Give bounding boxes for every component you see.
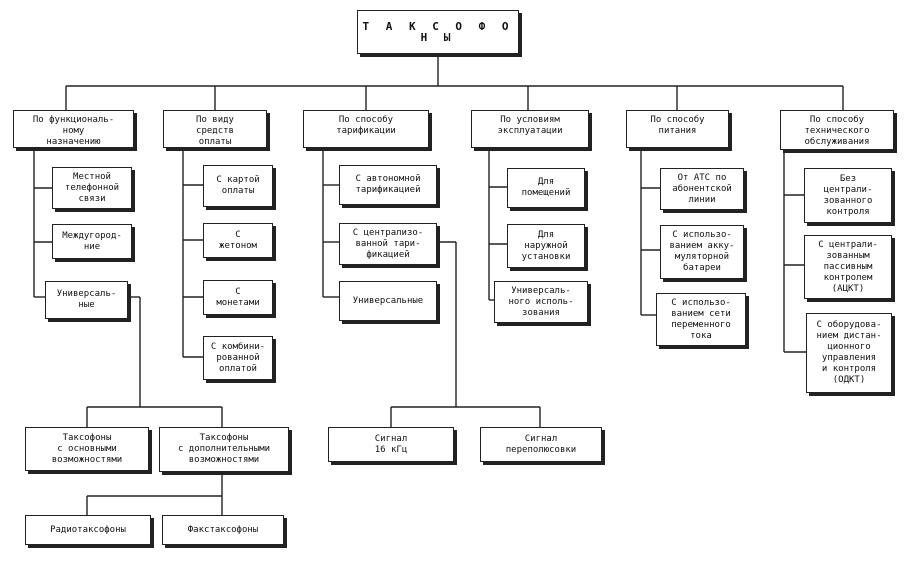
item-autonomous-tariffing: С автономной тарификацией [339, 165, 437, 205]
item-from-exchange-line: От АТС по абонентской линии [660, 168, 744, 210]
item-signal-16khz: Сигнал 16 кГц [328, 427, 454, 462]
category-payment-type: По виду средств оплаты [163, 110, 267, 148]
item-long-distance: Междугород- ние [52, 224, 132, 259]
item-universal-use: Универсаль- ного исполь- зования [494, 281, 588, 323]
item-combined-payment: С комбини- рованной оплатой [203, 336, 273, 380]
item-radio-taxophones: Радиотаксофоны [25, 515, 151, 545]
category-tariffing-method: По способу тарификации [303, 110, 429, 148]
category-operating-conditions: По условиям эксплуатации [471, 110, 589, 148]
item-fax-taxophones: Факстаксофоны [162, 515, 284, 545]
item-battery: С использо- ванием акку- муляторной бата… [660, 225, 744, 279]
item-local-telephone: Местной телефонной связи [52, 167, 132, 209]
item-indoor: Для помещений [507, 168, 585, 208]
item-universal-functional: Универсаль- ные [45, 281, 128, 319]
item-universal-tariffing: Универсальные [339, 281, 437, 321]
item-no-central-control: Без централи- зованного контроля [804, 168, 892, 223]
item-ac-mains: С использо- ванием сети переменного тока [656, 293, 746, 346]
item-token: С жетоном [203, 223, 273, 258]
category-maintenance-method: По способу технического обслуживания [780, 110, 894, 150]
item-outdoor: Для наружной установки [507, 224, 585, 268]
category-functional-purpose: По функциональ- ному назначению [13, 110, 134, 148]
item-payment-card: С картой оплаты [203, 165, 273, 207]
item-basic-capabilities: Таксофоны с основными возможностями [25, 427, 149, 471]
item-centralized-tariffing: С централизо- ванной тари- фикацией [339, 223, 437, 265]
item-remote-control-odkt: С оборудова- нием дистан- ционного управ… [806, 313, 892, 393]
item-passive-control-ackt: С централи- зованным пассивным контролем… [804, 235, 892, 299]
item-extended-capabilities: Таксофоны с дополнительными возможностям… [159, 427, 289, 472]
item-coins: С монетами [203, 280, 273, 315]
item-signal-polarity-reversal: Сигнал переполюсовки [480, 427, 602, 462]
category-power-supply: По способу питания [626, 110, 729, 148]
root-node-taxophones: Т А К С О Ф О Н Ы [357, 10, 519, 54]
